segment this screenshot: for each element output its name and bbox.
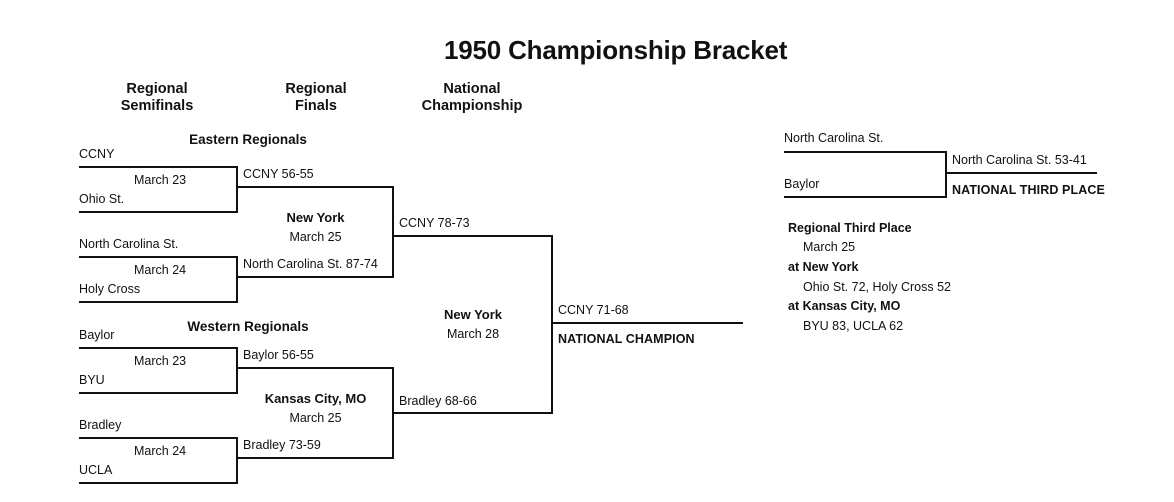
- team-name-bottom: BYU: [79, 373, 105, 387]
- bracket-connector-vertical: [392, 186, 394, 278]
- game-result-top: Baylor 56-55: [243, 348, 314, 362]
- bracket-line-top: [784, 151, 947, 153]
- national-champion-line: [552, 322, 743, 324]
- bracket-connector-vertical: [236, 347, 238, 394]
- game-date: March 24: [134, 444, 187, 458]
- game-result-bottom: North Carolina St. 87-74: [243, 257, 378, 271]
- column-header-regional-semifinals: Regional Semifinals: [98, 81, 216, 115]
- regional-third-place-heading: Regional Third Place: [788, 221, 912, 235]
- regional-third-place-result-1: Ohio St. 72, Holy Cross 52: [803, 280, 951, 294]
- championship-site: New York: [443, 307, 503, 322]
- regional-third-place-site-2: at Kansas City, MO: [788, 299, 901, 313]
- column-header-national-championship: National Championship: [411, 81, 533, 115]
- regional-third-place-result-2: BYU 83, UCLA 62: [803, 319, 904, 333]
- bracket-connector-vertical: [236, 437, 238, 484]
- national-champion-result: CCNY 71-68: [558, 303, 629, 317]
- bracket-line-bottom: [784, 196, 947, 198]
- team-name-top: CCNY: [79, 147, 115, 161]
- game-date: March 23: [134, 173, 187, 187]
- column-header-line-1: Regional: [126, 81, 188, 97]
- bracket-line-top: [79, 256, 238, 258]
- national-champion-label: NATIONAL CHAMPION: [558, 332, 695, 346]
- game-date: March 23: [134, 354, 187, 368]
- bracket-line-bottom: [237, 457, 394, 459]
- championship-date: March 28: [446, 327, 500, 341]
- bracket-line-bottom: [79, 301, 238, 303]
- bracket-line-top: [393, 235, 553, 237]
- team-name-top: Bradley: [79, 418, 122, 432]
- column-header-line-2: Championship: [421, 98, 523, 115]
- region-heading-eastern: Eastern Regionals: [189, 132, 307, 147]
- bracket-line-top: [79, 347, 238, 349]
- column-header-line-1: Regional: [285, 81, 347, 97]
- bracket-line-top: [79, 437, 238, 439]
- region-heading-western: Western Regionals: [187, 319, 309, 334]
- team-name-top: North Carolina St.: [79, 237, 179, 251]
- bracket-line-top: [79, 166, 238, 168]
- bracket-line-top: [237, 367, 394, 369]
- bracket-connector-vertical: [945, 151, 947, 198]
- bracket-connector-vertical: [236, 166, 238, 213]
- page-title: 1950 Championship Bracket: [444, 35, 788, 65]
- third-place-result: North Carolina St. 53-41: [952, 153, 1087, 167]
- bracket-line-bottom: [237, 276, 394, 278]
- column-header-regional-finals: Regional Finals: [257, 81, 375, 115]
- game-site: Kansas City, MO: [264, 391, 367, 406]
- bracket-line-bottom: [393, 412, 553, 414]
- third-place-team-bottom: Baylor: [784, 177, 820, 191]
- bracket-line-bottom: [79, 392, 238, 394]
- bracket-line-bottom: [79, 482, 238, 484]
- team-name-top: Baylor: [79, 328, 115, 342]
- game-result-bottom: Bradley 73-59: [243, 438, 321, 452]
- third-place-label: NATIONAL THIRD PLACE: [952, 183, 1105, 197]
- game-date: March 25: [289, 230, 342, 244]
- bracket-line-top: [237, 186, 394, 188]
- bracket-connector-vertical: [236, 256, 238, 303]
- game-date: March 24: [134, 263, 187, 277]
- team-name-bottom: Ohio St.: [79, 192, 125, 206]
- column-header-line-2: Semifinals: [120, 98, 194, 115]
- bracket-connector-vertical: [551, 235, 553, 414]
- championship-result-top: CCNY 78-73: [399, 216, 470, 230]
- championship-result-bottom: Bradley 68-66: [399, 394, 477, 408]
- game-date: March 25: [289, 411, 342, 425]
- game-site: New York: [286, 210, 345, 225]
- team-name-bottom: Holy Cross: [79, 282, 141, 296]
- regional-third-place-date: March 25: [803, 240, 856, 254]
- regional-third-place-site-1: at New York: [788, 260, 859, 274]
- third-place-line: [946, 172, 1097, 174]
- column-header-line-2: Finals: [295, 98, 337, 115]
- third-place-team-top: North Carolina St.: [784, 131, 884, 145]
- bracket-line-bottom: [79, 211, 238, 213]
- column-header-line-1: National: [443, 81, 501, 97]
- team-name-bottom: UCLA: [79, 463, 113, 477]
- game-result-top: CCNY 56-55: [243, 167, 314, 181]
